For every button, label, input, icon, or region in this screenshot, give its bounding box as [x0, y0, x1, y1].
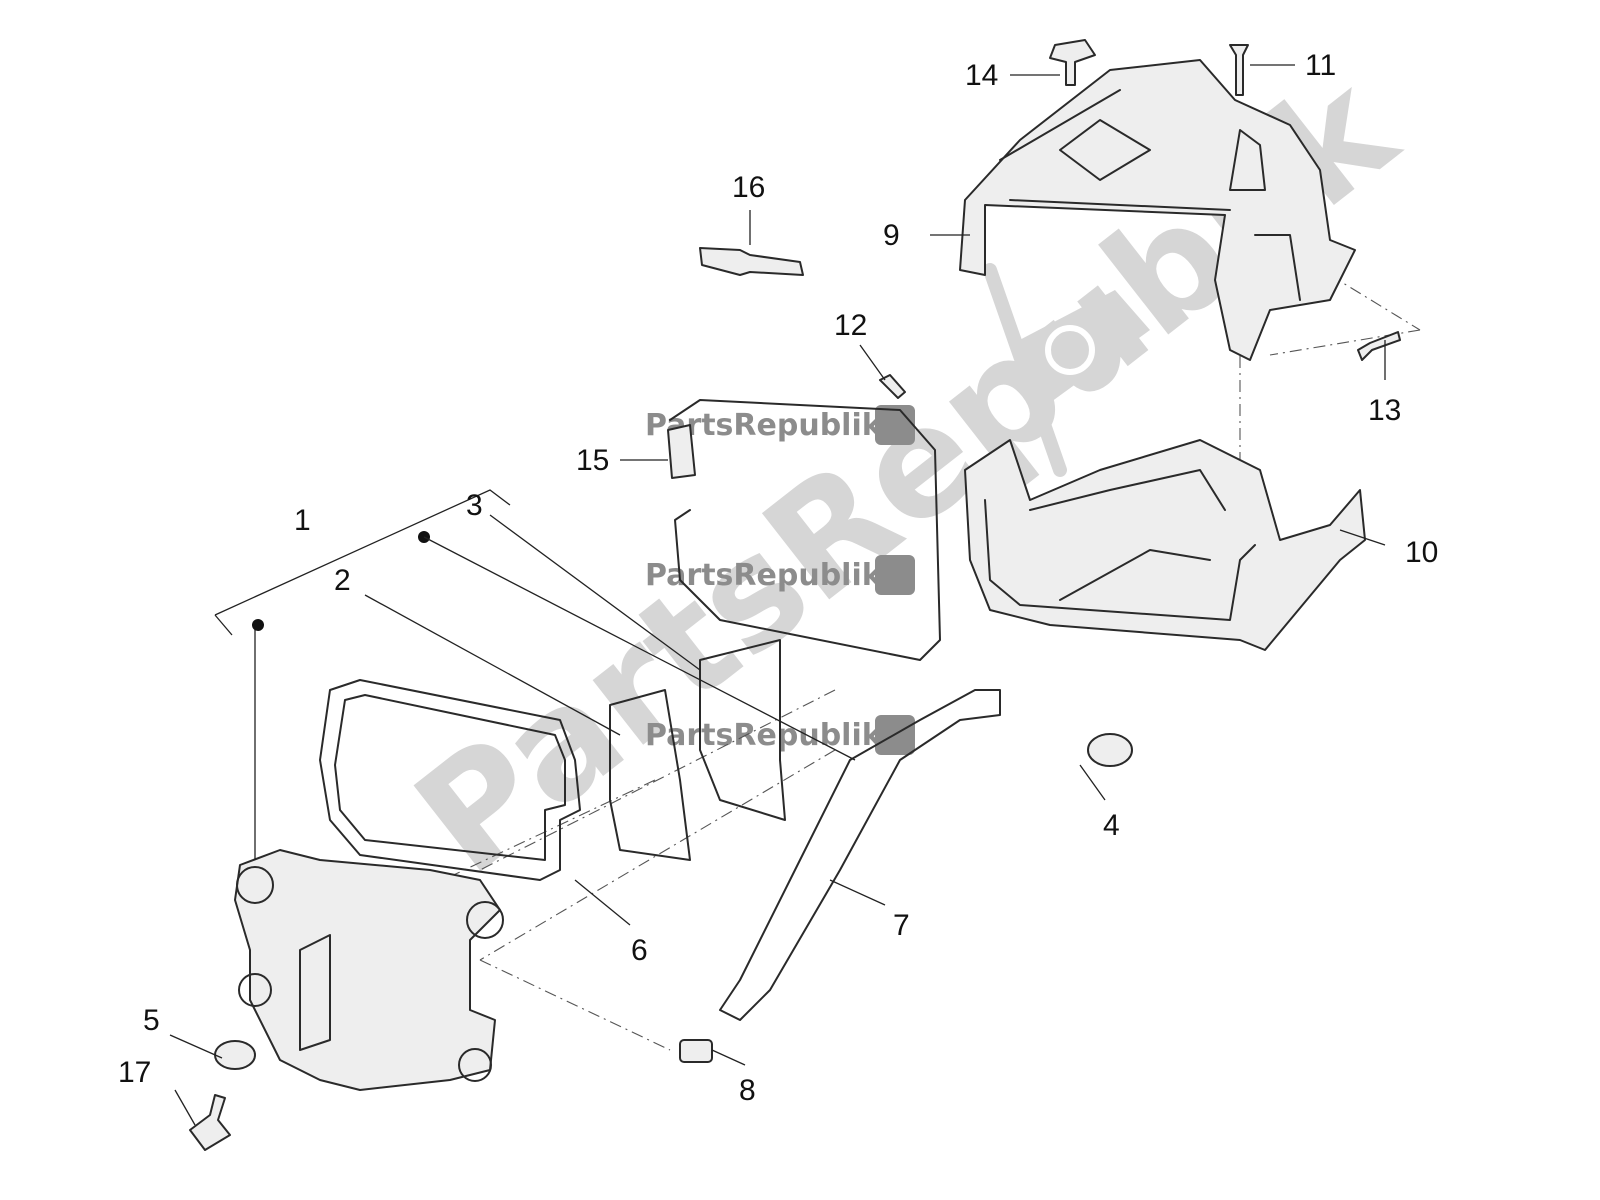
- part-11-screw: [1229, 44, 1249, 96]
- part-1-valve-cover: [234, 849, 504, 1091]
- svg-text:PartsRepublik: PartsRepublik: [645, 558, 883, 593]
- part-13-screw: [1357, 331, 1401, 361]
- callout-10: 10: [1405, 536, 1438, 569]
- callout-11: 11: [1305, 49, 1336, 82]
- part-12-screw: [879, 374, 906, 399]
- callout-13: 13: [1368, 394, 1401, 427]
- part-15-gasket: [667, 399, 941, 661]
- part-6-valve-cover-gasket: [319, 679, 581, 881]
- callout-16: 16: [732, 171, 765, 204]
- part-17-bolt: [189, 1094, 231, 1151]
- part-3-plate: [699, 639, 786, 821]
- callout-2: 2: [334, 564, 351, 597]
- part-16-spark-plug: [699, 247, 804, 276]
- part-4-clamp: [1087, 733, 1133, 767]
- callout-17: 17: [118, 1056, 151, 1089]
- leader-lines: [169, 64, 1386, 1126]
- callout-8: 8: [739, 1074, 756, 1107]
- part-10-lower-cover: [964, 439, 1366, 651]
- part-8-clip: [679, 1039, 713, 1063]
- callout-5: 5: [143, 1004, 160, 1037]
- svg-text:PartsRepublik: PartsRepublik: [645, 718, 883, 753]
- watermark-flag-logo: [983, 263, 1150, 477]
- callout-9: 9: [883, 219, 900, 252]
- callout-6: 6: [631, 934, 648, 967]
- watermark-label-3: PartsRepublik: [645, 715, 915, 755]
- callout-12: 12: [834, 309, 867, 342]
- part-14-knob: [1049, 39, 1096, 86]
- callout-7: 7: [893, 909, 910, 942]
- callout-bracket-1: [214, 489, 511, 860]
- part-5-washer: [214, 1040, 256, 1070]
- callout-1: 1: [294, 504, 311, 537]
- callout-labels: 1 2 3 4 5 6 7 8 9 10 11 12 13 14 15 16 1…: [118, 49, 1438, 1107]
- gear-icon: [875, 555, 915, 595]
- gear-icon: [875, 405, 915, 445]
- callout-3: 3: [466, 489, 483, 522]
- callout-14: 14: [965, 59, 998, 92]
- callout-4: 4: [1103, 809, 1120, 842]
- part-2-plate: [609, 689, 691, 861]
- watermark-label-2: PartsRepublik: [645, 555, 915, 595]
- part-9-upper-cover: [959, 59, 1356, 361]
- part-7-hose: [719, 689, 1001, 1021]
- callout-15: 15: [576, 444, 609, 477]
